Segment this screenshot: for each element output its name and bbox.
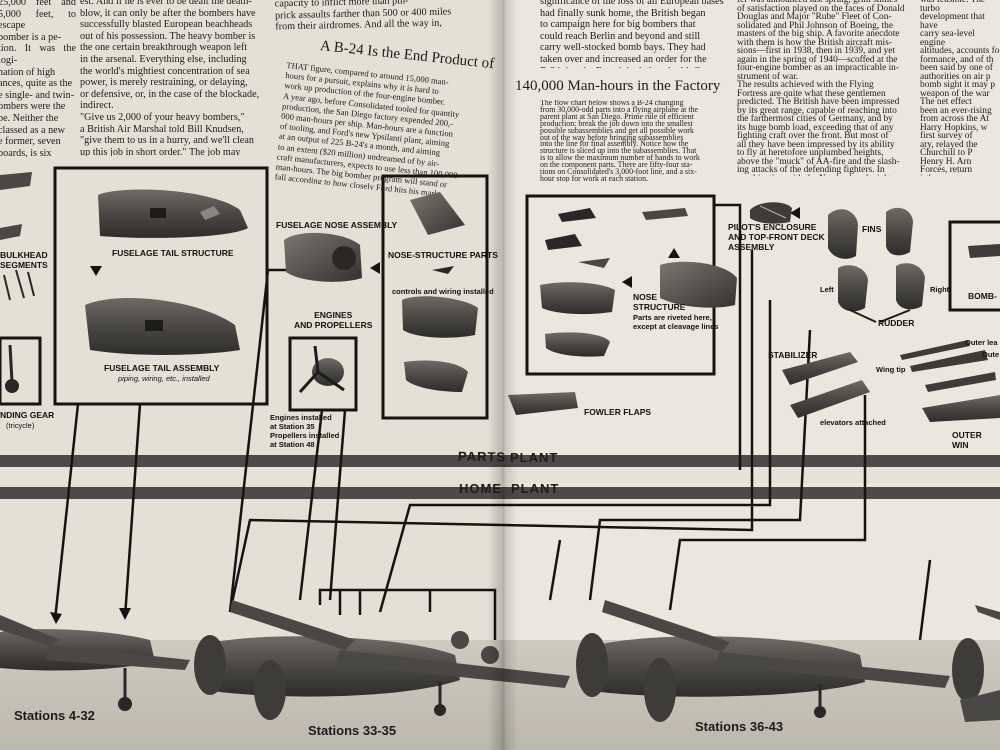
aircraft-station-4-32 [0, 615, 190, 711]
fuselage-nose-assembly-illustration [284, 233, 362, 282]
aircraft-right-edge [952, 605, 1000, 722]
label-oute: Oute [982, 350, 999, 359]
label-bomb: BOMB- [968, 291, 997, 301]
label-nose-structure-parts: NOSE-STRUCTURE PARTS [388, 250, 498, 260]
pilot-enclosure-illustration [750, 202, 792, 223]
label-nose-structure: NOSE STRUCTURE [633, 292, 685, 312]
label-fowler-flaps: FOWLER FLAPS [584, 407, 651, 417]
label-controls-wiring: controls and wiring installed [392, 287, 494, 296]
fuselage-tail-assembly-illustration [85, 298, 240, 355]
label-pilots-enclosure: PILOT'S ENCLOSURE AND TOP-FRONT DECK ASS… [728, 222, 825, 252]
label-fuselage-tail-assembly: FUSELAGE TAIL ASSEMBLY [104, 363, 219, 373]
label-home: HOME [459, 481, 502, 496]
aircraft-station-36-43 [576, 600, 950, 722]
fuselage-tail-structure-illustration [98, 190, 248, 238]
label-engines-sub: Engines installed at Station 35 Propelle… [270, 413, 339, 449]
label-engines-propellers: ENGINES AND PROPELLERS [294, 310, 372, 330]
label-bulkhead-segments: BULKHEAD SEGMENTS [0, 250, 48, 270]
label-rudder: RUDDER [878, 318, 914, 328]
label-outer-lea: Outer lea [965, 338, 998, 347]
label-left: Left [820, 285, 834, 294]
label-right: Right [930, 285, 949, 294]
label-nose-structure-sub: Parts are riveted here, except at cleava… [633, 313, 718, 331]
label-fuselage-tail-structure: FUSELAGE TAIL STRUCTURE [112, 248, 234, 258]
bulkhead-illustration [0, 172, 34, 300]
label-parts-plant: PLANT [510, 450, 558, 465]
label-home-plant: PLANT [511, 481, 559, 496]
label-parts: PARTS [458, 449, 506, 465]
page-gutter [488, 0, 518, 750]
label-stations-4-32: Stations 4-32 [14, 708, 95, 723]
label-landing-gear: NDING GEAR [0, 410, 54, 420]
label-outer-wing: OUTER WIN [952, 430, 1000, 450]
engine-propeller-illustration [300, 346, 344, 392]
label-stations-33-35: Stations 33-35 [308, 723, 396, 738]
landing-gear-illustration [5, 345, 19, 393]
label-stabilizer: STABILIZER [768, 350, 817, 360]
label-landing-gear-sub: (tricycle) [6, 421, 34, 430]
stabilizer-illustration [782, 352, 870, 418]
label-fins: FINS [862, 224, 881, 234]
nose-structure-illustration [540, 208, 737, 357]
box-landing-gear [0, 338, 40, 404]
label-fuselage-nose-assembly: FUSELAGE NOSE ASSEMBLY [276, 220, 397, 230]
label-wing-tip: Wing tip [876, 365, 906, 374]
label-elevators-attached: elevators attached [820, 418, 886, 427]
label-stations-36-43: Stations 36-43 [695, 719, 783, 734]
fowler-flaps-illustration [508, 392, 578, 415]
label-fuselage-tail-assembly-sub: piping, wiring, etc., installed [118, 374, 210, 383]
